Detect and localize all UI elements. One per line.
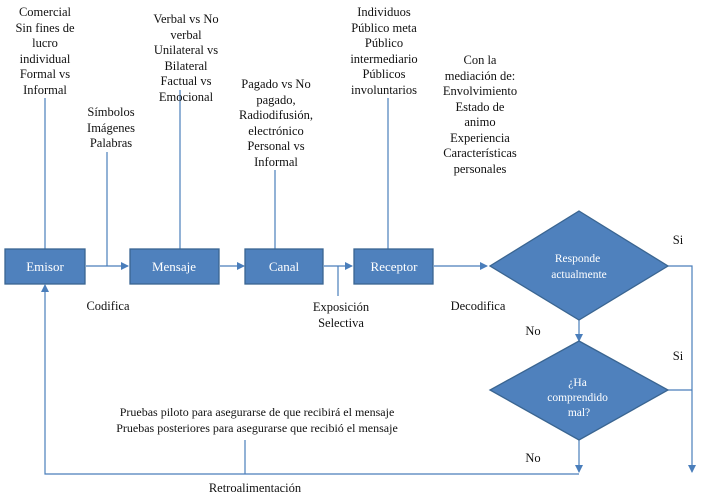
receptor-node <box>353 248 434 285</box>
no-label-responde: No <box>525 324 541 338</box>
feedback-loop <box>41 284 579 475</box>
arrow-responde-si <box>668 265 696 473</box>
mediacion-annotation: Con la mediación de: Envolvimiento Estad… <box>442 53 518 176</box>
no-label-comprendido: No <box>525 451 541 465</box>
mensaje-label: Mensaje <box>152 259 196 274</box>
codifica-label: Codifica <box>86 299 130 313</box>
canal-node <box>244 248 324 285</box>
receptor-annotation: Individuos Público meta Público intermed… <box>350 5 418 97</box>
comprendido-decision <box>488 340 670 441</box>
emisor-label: Emisor <box>26 259 64 274</box>
mensaje-node <box>129 248 220 285</box>
emisor-node <box>4 248 86 285</box>
canal-label: Canal <box>269 259 300 274</box>
receptor-label: Receptor <box>371 259 419 274</box>
si-label-responde: Si <box>672 233 684 247</box>
mensaje-annotation: Verbal vs No verbal Unilateral vs Bilate… <box>153 12 219 104</box>
decodifica-label: Decodifica <box>450 299 506 313</box>
si-label-comprendido: Si <box>672 349 684 363</box>
canal-annotation: Pagado vs No pagado, Radiodifusión, elec… <box>239 77 313 169</box>
retroalimentacion-label: Retroalimentación <box>208 481 302 495</box>
emisor-annotation: Comercial Sin fines de lucro individual … <box>15 5 75 97</box>
exposicion-label: Exposición Selectiva <box>312 300 370 330</box>
codifica-items: Símbolos Imágenes Palabras <box>87 105 135 150</box>
pruebas-annotation: Pruebas piloto para asegurarse de que re… <box>116 405 398 435</box>
responde-label: Responde actualmente <box>551 253 607 281</box>
responde-decision <box>488 210 670 321</box>
comprendido-label: ¿Ha comprendido mal? <box>547 377 611 419</box>
